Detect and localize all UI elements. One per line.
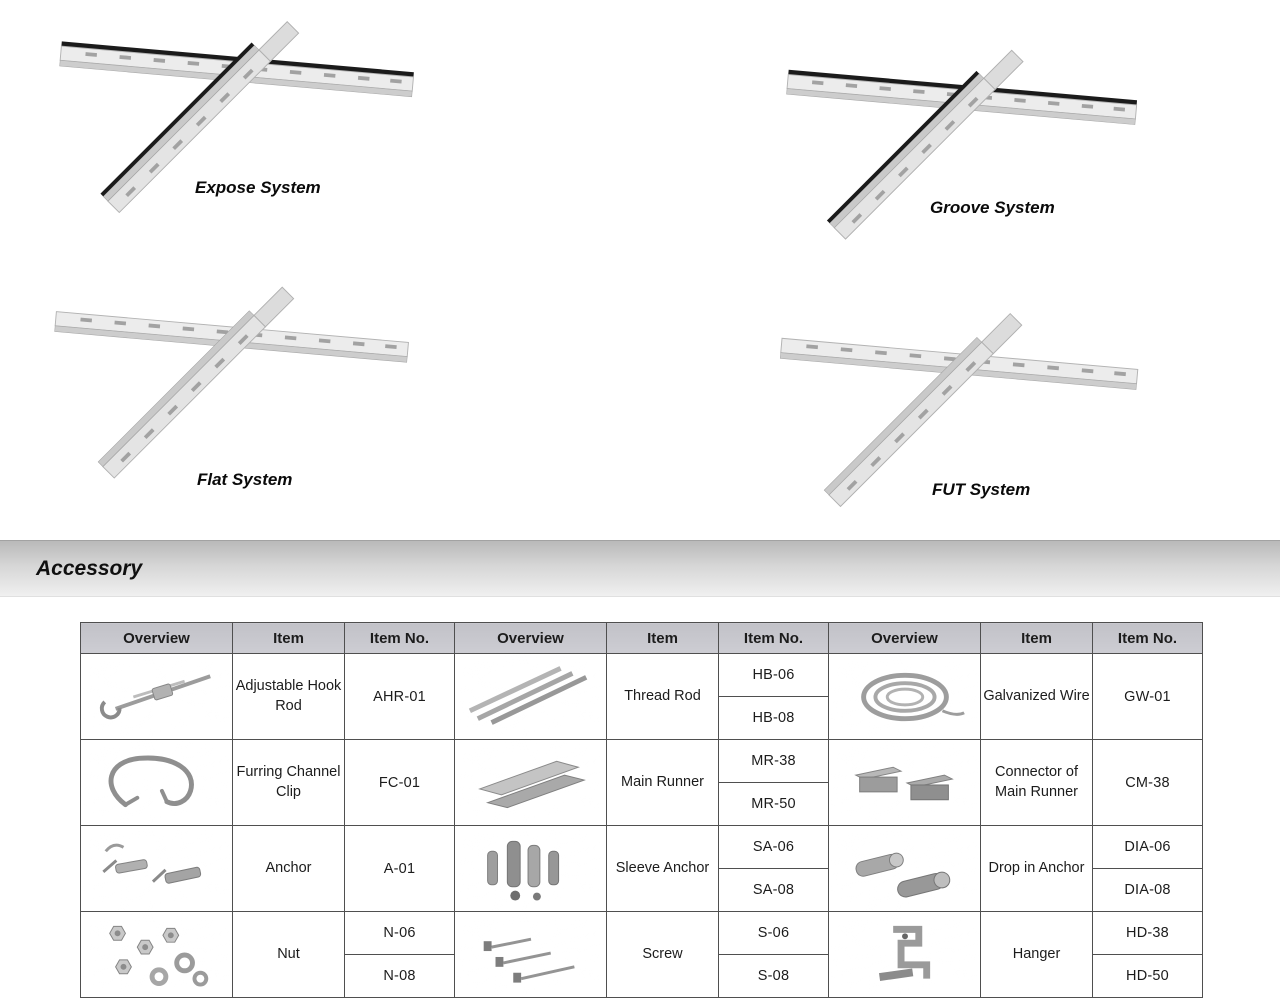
item-name: Hanger (980, 911, 1093, 998)
item-number: SA-08 (718, 868, 829, 912)
groove-system-label: Groove System (930, 198, 1055, 217)
column-header-overview: Overview (80, 622, 233, 654)
flat-system-figure: Flat System (45, 268, 425, 513)
column-header-item: Item (980, 622, 1093, 654)
accessory-table-wrap: Overview Item Item No. Overview Item Ite… (80, 622, 1203, 998)
accessory-section-header: Accessory (0, 540, 1280, 597)
item-number: DIA-06 (1092, 825, 1203, 869)
column-header-item-no: Item No. (1092, 622, 1203, 654)
item-name: Galvanized Wire (980, 653, 1093, 740)
table-row: Adjustable Hook Rod AHR-01 Thread Rod HB… (80, 653, 1203, 740)
item-number: HD-38 (1092, 911, 1203, 955)
item-name: Anchor (232, 825, 345, 912)
item-number: HB-08 (718, 696, 829, 740)
column-header-item: Item (606, 622, 719, 654)
item-number: S-06 (718, 911, 829, 955)
item-number: DIA-08 (1092, 868, 1203, 912)
expose-system-image (50, 0, 430, 250)
column-header-overview: Overview (828, 622, 981, 654)
item-number: MR-38 (718, 739, 829, 783)
thread-rod-image (454, 653, 607, 740)
item-number: GW-01 (1092, 653, 1203, 740)
galvanized-wire-image (828, 653, 981, 740)
header-row: Overview Item Item No. Overview Item Ite… (80, 622, 1203, 654)
column-header-overview: Overview (454, 622, 607, 654)
item-number: AHR-01 (344, 653, 455, 740)
item-number: HB-06 (718, 653, 829, 697)
column-header-item-no: Item No. (718, 622, 829, 654)
table-row: Anchor A-01 Sleeve Anchor SA-06 (80, 825, 1203, 912)
fut-system-label: FUT System (932, 480, 1031, 499)
table-row: N-08 S-08 HD-50 (81, 954, 1203, 998)
item-number: A-01 (344, 825, 455, 912)
screw-image (454, 911, 607, 998)
expose-system-label: Expose System (195, 178, 321, 197)
column-header-item: Item (232, 622, 345, 654)
adjustable-hook-rod-image (80, 653, 233, 740)
table-row: SA-08 DIA-08 (81, 868, 1203, 912)
item-number: N-06 (344, 911, 455, 955)
item-number: N-08 (344, 954, 455, 998)
connector-of-main-runner-image (828, 739, 981, 826)
fut-system-figure: FUT System (770, 298, 1155, 538)
main-runner-image (454, 739, 607, 826)
item-number: HD-50 (1092, 954, 1203, 998)
item-name: Drop in Anchor (980, 825, 1093, 912)
expose-system-figure: Expose System (50, 0, 430, 250)
drop-in-anchor-image (828, 825, 981, 912)
item-number: MR-50 (718, 782, 829, 826)
fut-system-image (770, 298, 1155, 538)
furring-channel-clip-image (80, 739, 233, 826)
item-name: Nut (232, 911, 345, 998)
accessory-table: Overview Item Item No. Overview Item Ite… (80, 622, 1203, 998)
item-number: S-08 (718, 954, 829, 998)
item-number: CM-38 (1092, 739, 1203, 826)
item-name: Sleeve Anchor (606, 825, 719, 912)
sleeve-anchor-image (454, 825, 607, 912)
groove-system-figure: Groove System (775, 35, 1155, 270)
item-number: FC-01 (344, 739, 455, 826)
nut-image (80, 911, 233, 998)
item-name: Main Runner (606, 739, 719, 826)
item-name: Adjustable Hook Rod (232, 653, 345, 740)
anchor-image (80, 825, 233, 912)
table-row: Nut N-06 Screw S-06 (80, 911, 1203, 998)
item-number: SA-06 (718, 825, 829, 869)
table-row: HB-08 (81, 696, 1203, 740)
flat-system-label: Flat System (197, 470, 293, 489)
item-name: Thread Rod (606, 653, 719, 740)
hanger-image (828, 911, 981, 998)
column-header-item-no: Item No. (344, 622, 455, 654)
table-row: Furring Channel Clip FC-01 Main Runner M… (80, 739, 1203, 826)
accessory-title: Accessory (36, 556, 143, 580)
item-name: Screw (606, 911, 719, 998)
groove-system-image (775, 35, 1155, 270)
item-name: Connector of Main Runner (980, 739, 1093, 826)
item-name: Furring Channel Clip (232, 739, 345, 826)
